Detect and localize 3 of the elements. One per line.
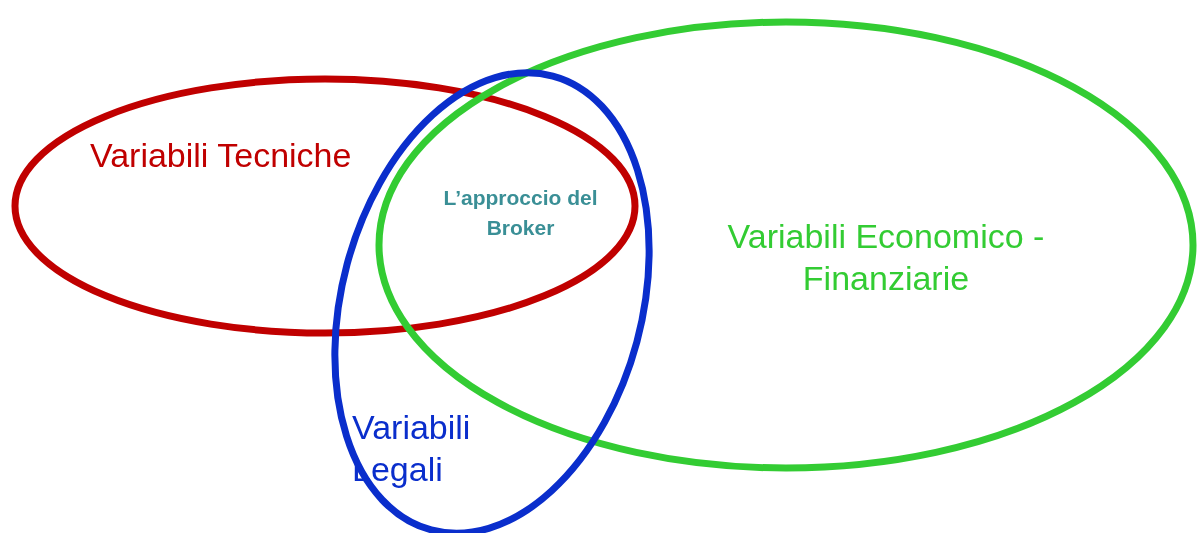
set-label: Variabili Economico - Finanziarie	[726, 216, 1046, 299]
intersection-label: L’approccio del Broker	[442, 185, 599, 241]
set-label: Variabili Tecniche	[90, 135, 353, 176]
